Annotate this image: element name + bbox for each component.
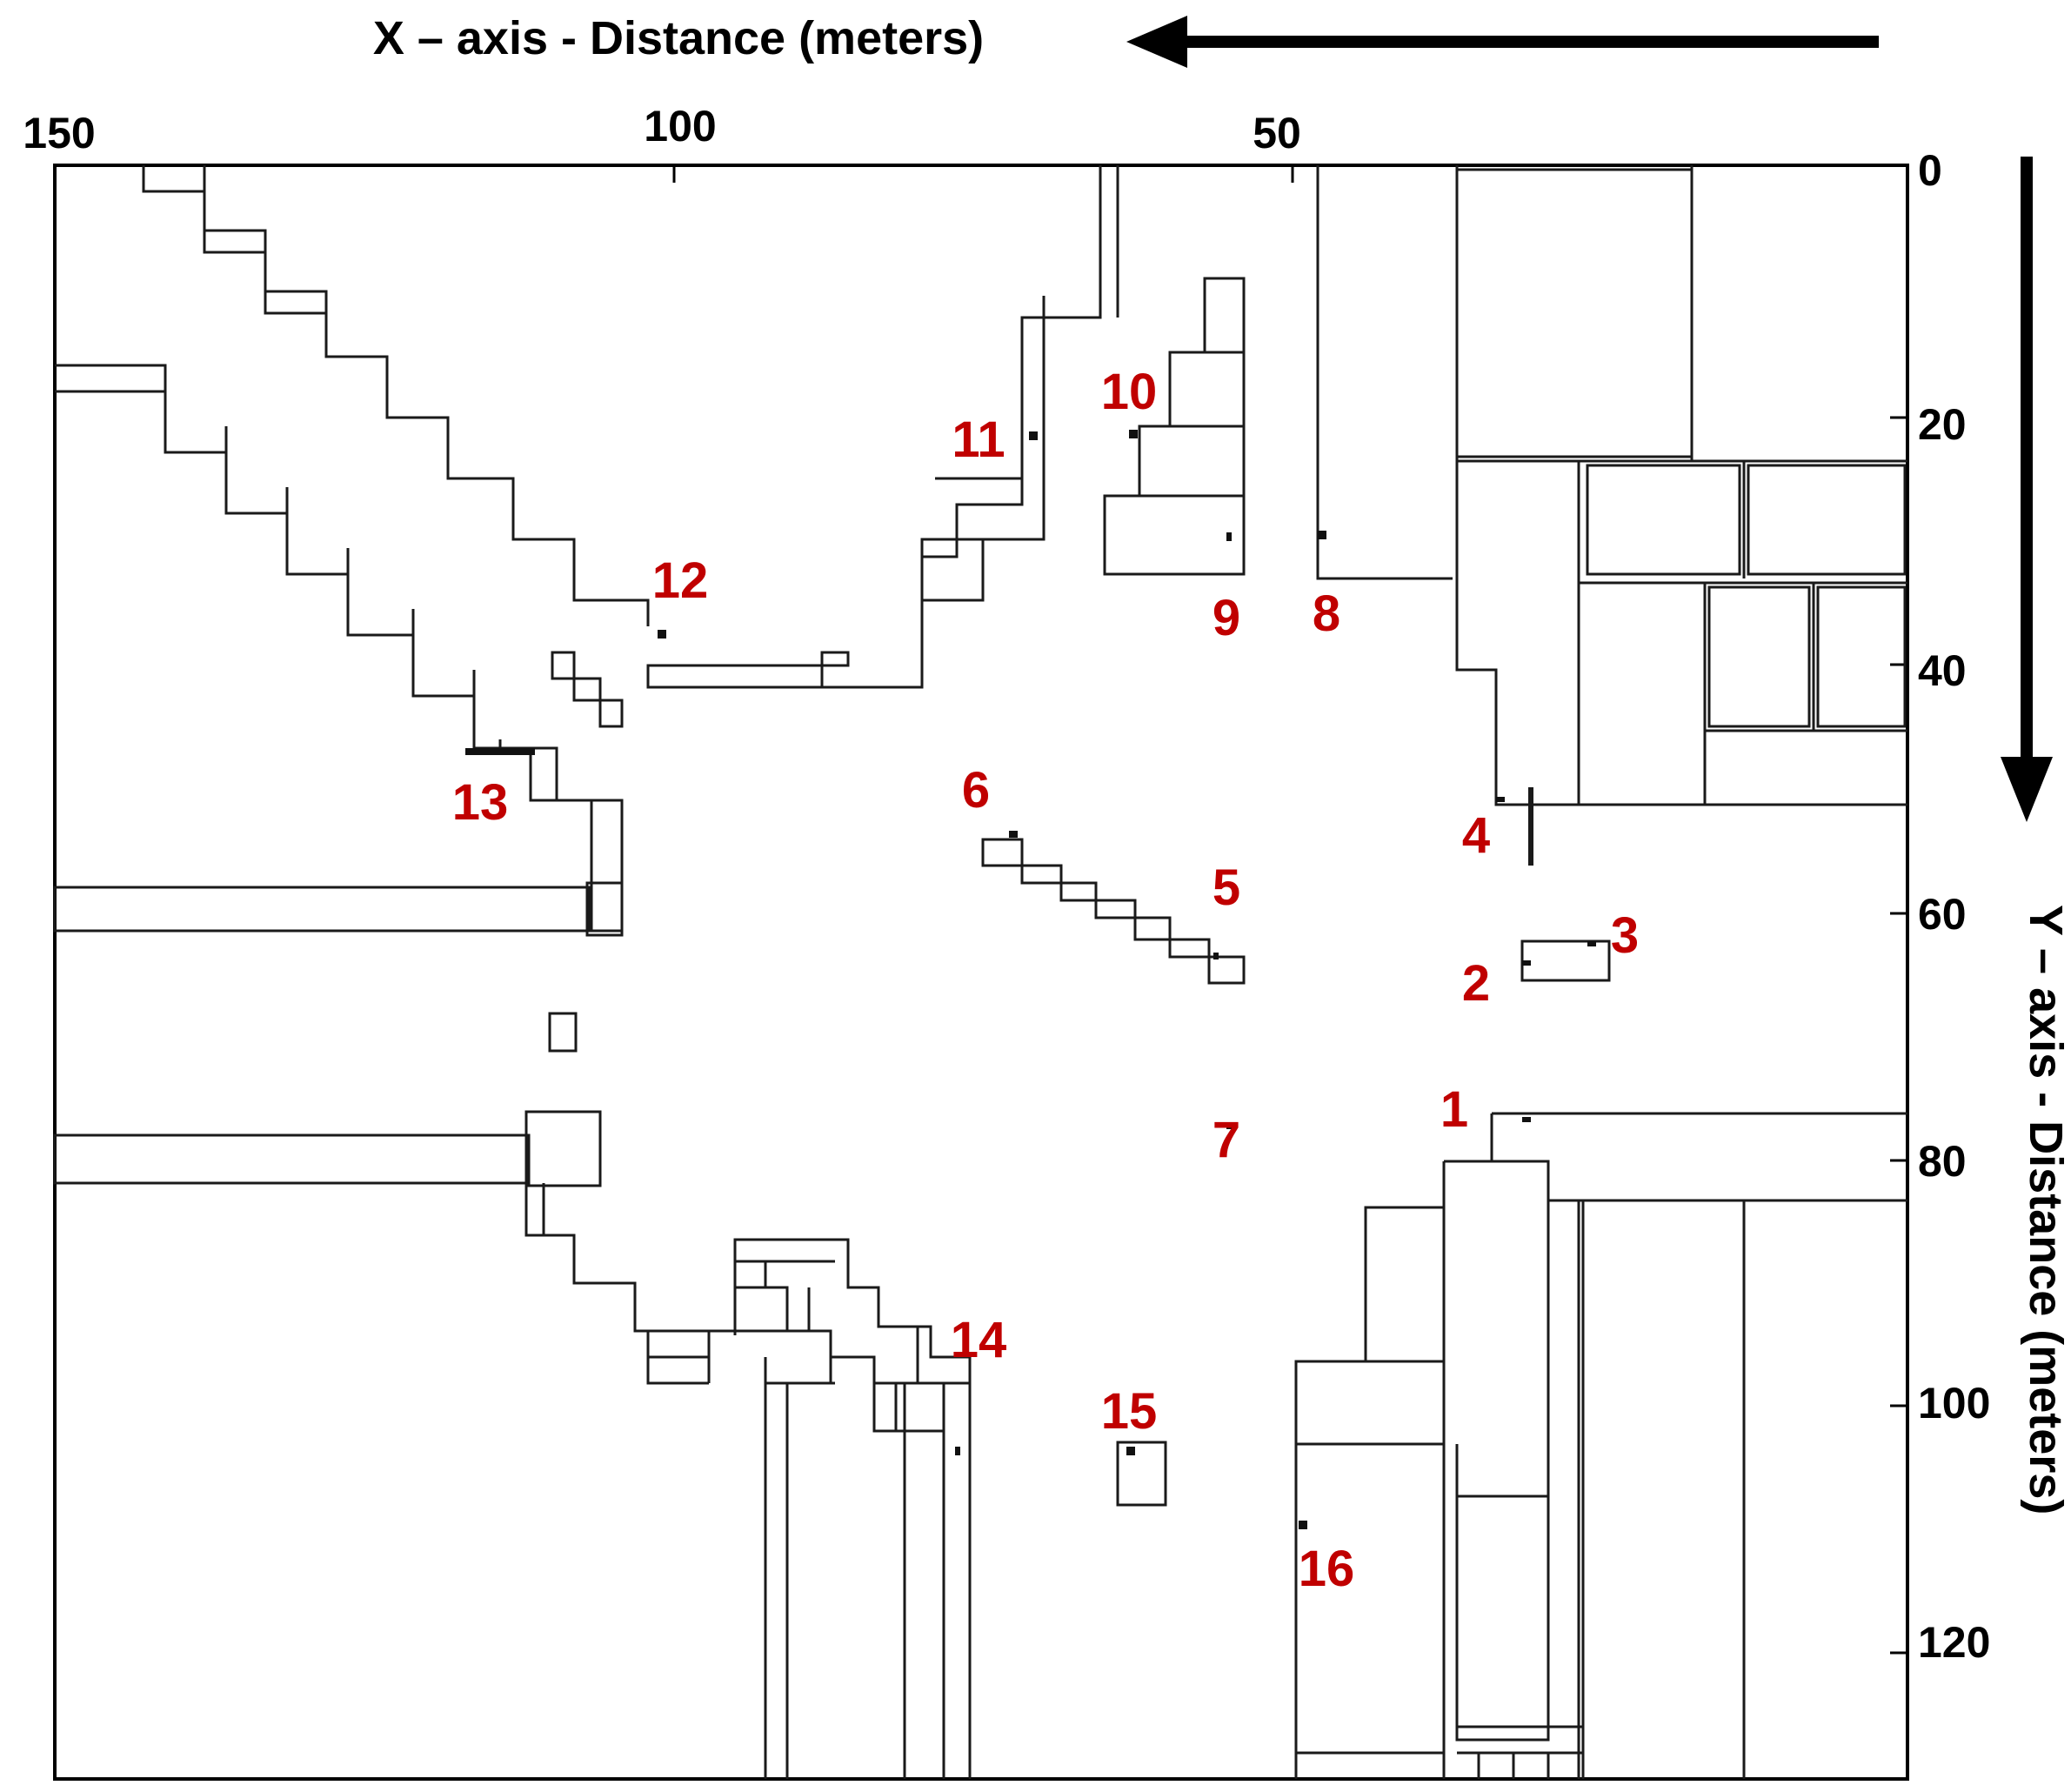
location-labels: 1 2 3 4 5 6 7 8 9 10 11 12 13 14 15 16 bbox=[452, 364, 1639, 1597]
corridor-wall bbox=[585, 881, 624, 937]
corridor-wall bbox=[53, 886, 591, 933]
staircase-wall-lower-bottom bbox=[524, 1183, 765, 1385]
floor-plan-walls bbox=[53, 165, 1907, 1779]
diagonal-step-chain bbox=[981, 838, 1246, 985]
shelf-upper-right-2 bbox=[1586, 464, 1741, 576]
x-axis-ticks: 150 100 50 bbox=[23, 102, 1301, 157]
box-3 bbox=[1520, 939, 1611, 982]
y-tick-label: 60 bbox=[1918, 890, 1967, 939]
location-label-1: 1 bbox=[1440, 1081, 1468, 1138]
small-box bbox=[548, 1012, 578, 1053]
y-tick-label: 40 bbox=[1918, 646, 1967, 695]
shelf-upper-right-5 bbox=[1816, 585, 1907, 728]
y-axis-ticks: 0 20 40 60 80 100 120 bbox=[1918, 146, 1990, 1667]
stepped-block bbox=[1103, 277, 1246, 576]
location-label-16: 16 bbox=[1299, 1541, 1355, 1597]
storage-cluster bbox=[733, 1238, 972, 1433]
corridor-wall bbox=[53, 1133, 531, 1185]
location-label-12: 12 bbox=[652, 552, 709, 609]
location-label-4: 4 bbox=[1462, 807, 1490, 864]
y-tick-label: 100 bbox=[1918, 1379, 1990, 1428]
location-label-8: 8 bbox=[1313, 585, 1340, 642]
location-label-7: 7 bbox=[1213, 1112, 1240, 1168]
x-tick-label: 50 bbox=[1253, 109, 1301, 157]
room-grid-upper-right bbox=[1455, 165, 1907, 806]
location-label-6: 6 bbox=[962, 762, 990, 819]
location-label-10: 10 bbox=[1101, 364, 1158, 420]
wall-segment-8 bbox=[1316, 165, 1453, 580]
markers bbox=[465, 430, 1596, 1529]
u-shape-right-step bbox=[922, 539, 985, 602]
location-label-3: 3 bbox=[1611, 907, 1639, 964]
room-grid-lower-right bbox=[1294, 1112, 1907, 1779]
u-shape-wall bbox=[646, 165, 1119, 689]
y-axis-direction-arrow bbox=[2001, 157, 2053, 822]
shelf-upper-right-1 bbox=[1455, 168, 1694, 458]
y-tick-label: 0 bbox=[1918, 146, 1942, 195]
location-label-5: 5 bbox=[1213, 859, 1240, 916]
location-label-9: 9 bbox=[1213, 590, 1240, 646]
staircase-wall-lower-left bbox=[55, 364, 502, 750]
x-axis-title: X – axis - Distance (meters) bbox=[373, 12, 984, 64]
small-steps bbox=[551, 651, 624, 728]
box-5 bbox=[1207, 955, 1246, 985]
location-label-2: 2 bbox=[1462, 955, 1490, 1012]
y-tick-label: 20 bbox=[1918, 400, 1967, 449]
location-label-15: 15 bbox=[1101, 1383, 1158, 1440]
corridor-wall bbox=[524, 1110, 602, 1187]
shelf-upper-right-4 bbox=[1707, 585, 1811, 728]
y-tick-label: 80 bbox=[1918, 1137, 1967, 1186]
shelf-upper-right-3 bbox=[1747, 464, 1907, 576]
box-15 bbox=[1116, 1441, 1167, 1507]
location-label-11: 11 bbox=[952, 411, 1005, 468]
map-frame bbox=[53, 164, 1909, 1781]
x-tick-label: 150 bbox=[23, 109, 95, 157]
u-bottom bbox=[646, 664, 824, 689]
y-tick-label: 120 bbox=[1918, 1618, 1990, 1667]
staircase-wall-upper-left bbox=[142, 165, 650, 626]
tick-marks bbox=[672, 165, 1907, 1655]
location-label-13: 13 bbox=[452, 774, 509, 831]
location-label-14: 14 bbox=[951, 1312, 1007, 1368]
x-axis-direction-arrow bbox=[1126, 16, 1879, 68]
x-tick-label: 100 bbox=[644, 102, 716, 150]
y-axis-title: Y – axis - Distance (meters) bbox=[2020, 905, 2071, 1515]
